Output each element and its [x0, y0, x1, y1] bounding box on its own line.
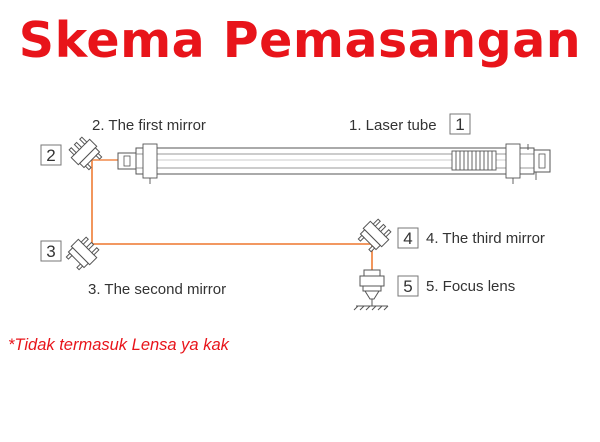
- laser-tube: [117, 143, 551, 184]
- badge-laser-tube: 1: [449, 113, 471, 135]
- second-mirror: [65, 236, 100, 271]
- svg-text:5: 5: [403, 277, 412, 296]
- label-laser-tube: 1. Laser tube: [349, 117, 437, 134]
- label-focus-lens: 5. Focus lens: [426, 278, 515, 295]
- svg-text:2: 2: [46, 146, 55, 165]
- label-first-mirror: 2. The first mirror: [92, 117, 206, 134]
- disclaimer-note: *Tidak termasuk Lensa ya kak: [8, 336, 229, 354]
- badge-third-mirror: 4: [397, 227, 419, 249]
- badge-first-mirror: 2: [40, 144, 62, 166]
- label-second-mirror: 3. The second mirror: [88, 281, 226, 298]
- page-title: Skema Pemasangan: [18, 12, 582, 69]
- laser-beam-path: [91, 160, 373, 275]
- focus-lens: [353, 269, 389, 311]
- badge-second-mirror: 3: [40, 240, 62, 262]
- badge-focus-lens: 5: [397, 275, 419, 297]
- svg-text:1: 1: [455, 115, 464, 134]
- svg-text:4: 4: [403, 229, 412, 248]
- third-mirror: [357, 218, 392, 253]
- cooling-coil: [451, 150, 497, 171]
- first-mirror: [68, 136, 103, 171]
- label-third-mirror: 4. The third mirror: [426, 230, 545, 247]
- svg-text:3: 3: [46, 242, 55, 261]
